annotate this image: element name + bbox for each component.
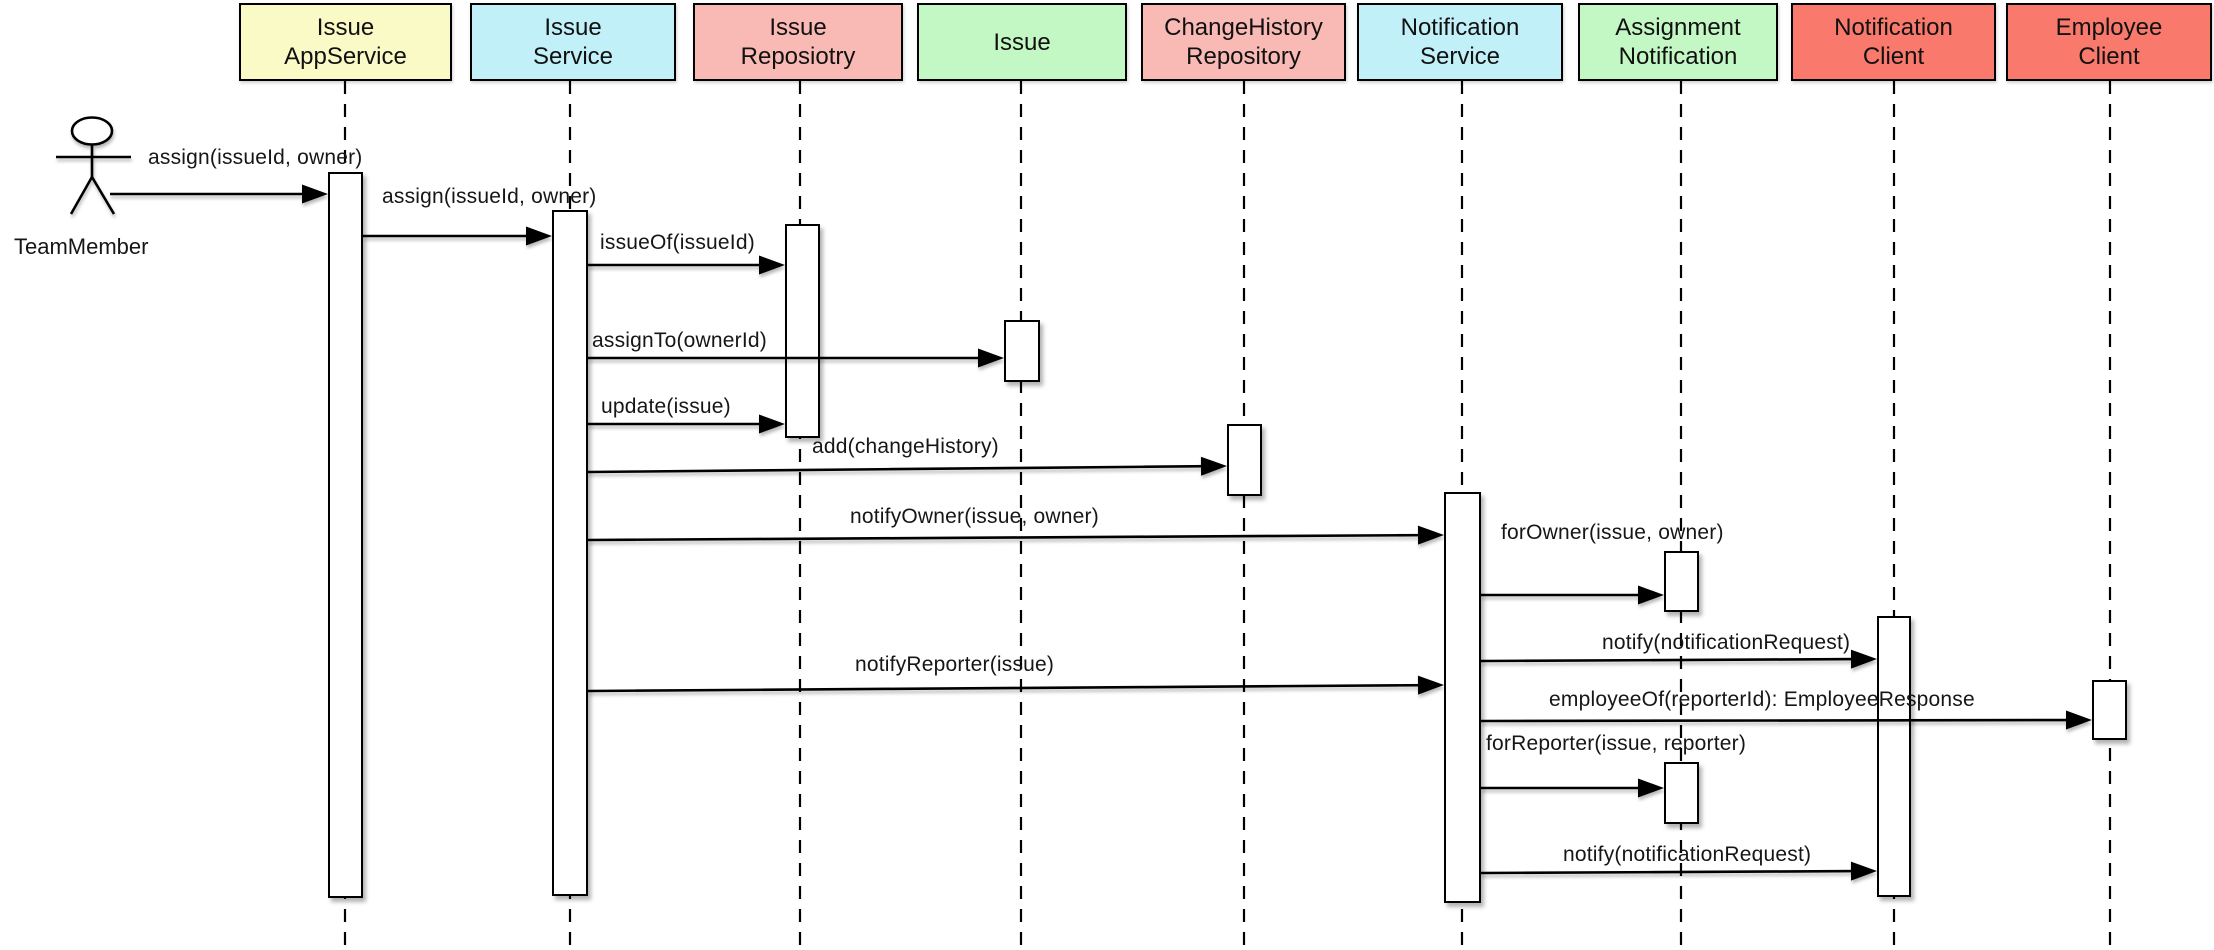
participant-label-assignment-notification: Assignment Notification (1615, 14, 1741, 70)
message-arrowhead-assign-2 (526, 226, 552, 246)
actor-leg-right (90, 176, 116, 215)
participant-label-employee-client: Employee Client (2055, 14, 2163, 70)
message-arrowhead-add-changehistory (1200, 456, 1227, 476)
actor-leg-left (69, 176, 94, 215)
participant-changehistory-repository: ChangeHistory Repository (1141, 3, 1346, 81)
participant-label-issue-service: Issue Service (532, 14, 614, 70)
message-arrowhead-for-owner (1638, 585, 1664, 605)
participant-label-changehistory-repository: ChangeHistory Repository (1164, 14, 1323, 70)
participant-issue-reposiotry: Issue Reposiotry (693, 3, 903, 81)
activation-issue-appservice-bar (328, 172, 363, 898)
message-arrowhead-update (759, 414, 785, 434)
participant-notification-service: Notification Service (1357, 3, 1563, 81)
message-label-assign-to: assignTo(ownerId) (592, 329, 767, 352)
activation-issue-bar (1004, 320, 1040, 382)
message-label-employee-of: employeeOf(reporterId): EmployeeResponse (1549, 688, 1975, 711)
participant-employee-client: Employee Client (2006, 3, 2212, 81)
activation-employee-client-bar (2092, 680, 2127, 740)
participant-label-notification-service: Notification Service (1400, 14, 1520, 70)
actor-label: TeamMember (14, 234, 149, 259)
message-arrowhead-notify-request-1 (1850, 649, 1877, 669)
message-label-notify-request-2: notify(notificationRequest) (1563, 843, 1812, 866)
message-line-notify-request-2 (1480, 869, 1858, 875)
message-arrowhead-assign-to (978, 348, 1004, 368)
message-line-notify-owner (587, 533, 1425, 542)
message-label-assign-1: assign(issueId, owner) (148, 146, 363, 169)
activation-issue-reposiotry-bar (785, 224, 820, 438)
message-label-notify-reporter: notifyReporter(issue) (855, 653, 1055, 676)
message-arrowhead-employee-of (2065, 710, 2092, 730)
participant-label-notification-client: Notification Client (1834, 14, 1953, 70)
participant-label-issue: Issue (993, 28, 1051, 56)
message-arrowhead-notify-reporter (1417, 675, 1444, 695)
message-arrowhead-notify-request-2 (1850, 861, 1877, 881)
message-arrowhead-issue-of (759, 255, 785, 275)
message-arrowhead-notify-owner (1417, 525, 1444, 545)
activation-changehistory-bar (1227, 424, 1262, 496)
message-line-employee-of (1480, 718, 2073, 723)
message-arrowhead-assign-1 (302, 184, 328, 204)
participant-label-issue-reposiotry: Issue Reposiotry (740, 14, 856, 70)
activation-assignment-notification-bar-1 (1664, 551, 1699, 612)
activation-notification-service-bar (1444, 492, 1481, 903)
message-arrowhead-for-reporter (1638, 778, 1664, 798)
actor-head (70, 116, 114, 146)
activation-notification-client-bar (1877, 616, 1911, 897)
message-line-notify-reporter (587, 683, 1425, 693)
message-label-for-reporter: forReporter(issue, reporter) (1486, 732, 1747, 755)
participant-issue-service: Issue Service (470, 3, 676, 81)
activation-assignment-notification-bar-2 (1664, 762, 1699, 824)
message-label-for-owner: forOwner(issue, owner) (1501, 521, 1724, 544)
message-label-update: update(issue) (601, 395, 731, 418)
participant-label-issue-appservice: Issue AppService (284, 14, 407, 70)
message-label-assign-2: assign(issueId, owner) (382, 185, 597, 208)
message-line-add-changehistory (587, 464, 1208, 474)
activation-issue-service-bar (552, 210, 588, 896)
message-label-notify-owner: notifyOwner(issue, owner) (850, 505, 1099, 528)
message-label-issue-of: issueOf(issueId) (600, 231, 755, 254)
participant-notification-client: Notification Client (1791, 3, 1996, 81)
message-line-notify-request-1 (1480, 657, 1858, 663)
participant-issue: Issue (917, 3, 1127, 81)
message-label-notify-request-1: notify(notificationRequest) (1602, 631, 1851, 654)
actor-teammember-figure (56, 116, 131, 215)
message-label-add-changehistory: add(changeHistory) (812, 435, 999, 458)
participant-issue-appservice: Issue AppService (239, 3, 452, 81)
participant-assignment-notification: Assignment Notification (1578, 3, 1778, 81)
